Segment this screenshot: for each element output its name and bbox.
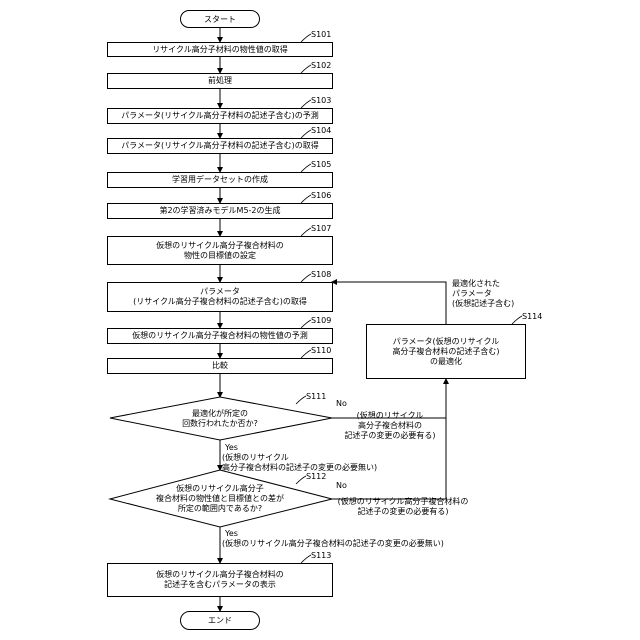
s103-step-id: S103: [311, 96, 331, 106]
s111-yes-label: Yes: [225, 443, 238, 453]
s105-box: 学習用データセットの作成: [107, 172, 333, 188]
s105-text: 学習用データセットの作成: [172, 175, 268, 185]
feedback-note-line1: 最適化された: [452, 279, 514, 289]
s110-text: 比較: [212, 361, 228, 371]
s101-box: リサイクル高分子材料の物性値の取得: [107, 42, 333, 57]
start-terminator: スタート: [180, 10, 260, 28]
s107-text-line1: 仮想のリサイクル高分子複合材料の: [156, 241, 284, 251]
s103-box: パラメータ(リサイクル高分子材料の記述子含む)の予測: [107, 108, 333, 124]
s112-step-id: S112: [306, 472, 326, 482]
s104-text: パラメータ(リサイクル高分子材料の記述子含む)の取得: [121, 141, 319, 151]
s107-step-id: S107: [311, 224, 331, 234]
s113-text-line2: 記述子を含むパラメータの表示: [164, 580, 276, 590]
s112-no-note: (仮想のリサイクル高分子複合材料の 記述子の変更の必要有る): [336, 497, 470, 517]
s108-text-line1: パラメータ: [200, 287, 240, 297]
s111-no-note: (仮想のリサイクル 高分子複合材料の 記述子の変更の必要有る): [338, 411, 442, 441]
s113-text-line1: 仮想のリサイクル高分子複合材料の: [156, 570, 284, 580]
s108-text-line2: (リサイクル高分子複合材料の記述子含む)の取得: [133, 297, 307, 307]
s114-text-line2: 高分子複合材料の記述子含む): [392, 347, 499, 357]
s112-no-label: No: [336, 481, 347, 491]
feedback-note-line2: パラメータ: [452, 289, 514, 299]
s111-question: 最適化が所定の 回数行われたか否か?: [150, 409, 290, 429]
s111-no-note-line3: 記述子の変更の必要有る): [338, 431, 442, 441]
s106-text: 第2の学習済みモデルM5-2の生成: [159, 206, 280, 216]
s111-text-line2: 回数行われたか否か?: [150, 419, 290, 429]
s114-step-id: S114: [522, 312, 542, 322]
s113-step-id: S113: [311, 551, 331, 561]
s101-step-id: S101: [311, 30, 331, 40]
start-label: スタート: [204, 14, 236, 25]
s102-step-id: S102: [311, 61, 331, 71]
s113-box: 仮想のリサイクル高分子複合材料の 記述子を含むパラメータの表示: [107, 563, 333, 597]
end-label: エンド: [208, 615, 232, 626]
s107-box: 仮想のリサイクル高分子複合材料の 物性の目標値の設定: [107, 236, 333, 265]
s107-text-line2: 物性の目標値の設定: [184, 251, 256, 261]
s114-text-line3: の最適化: [430, 357, 462, 367]
s102-text: 前処理: [208, 76, 232, 86]
s111-no-note-line1: (仮想のリサイクル: [338, 411, 442, 421]
s109-step-id: S109: [311, 316, 331, 326]
s103-text: パラメータ(リサイクル高分子材料の記述子含む)の予測: [121, 111, 319, 121]
s104-box: パラメータ(リサイクル高分子材料の記述子含む)の取得: [107, 138, 333, 154]
s106-box: 第2の学習済みモデルM5-2の生成: [107, 203, 333, 219]
s114-box: パラメータ(仮想のリサイクル 高分子複合材料の記述子含む) の最適化: [366, 324, 526, 379]
s109-text: 仮想のリサイクル高分子複合材料の物性値の予測: [132, 331, 308, 341]
s111-step-id: S111: [306, 392, 326, 402]
s114-text-line1: パラメータ(仮想のリサイクル: [393, 337, 499, 347]
s112-text-line1: 仮想のリサイクル高分子: [140, 484, 300, 494]
s111-text-line1: 最適化が所定の: [150, 409, 290, 419]
s112-no-note-line2: 記述子の変更の必要有る): [336, 507, 470, 517]
s111-yes-note: (仮想のリサイクル 高分子複合材料の記述子の変更の必要無い): [222, 453, 377, 473]
s112-no-note-line1: (仮想のリサイクル高分子複合材料の: [336, 497, 470, 507]
s101-text: リサイクル高分子材料の物性値の取得: [152, 45, 288, 55]
feedback-note: 最適化された パラメータ (仮想記述子含む): [452, 279, 514, 309]
s111-yes-note-line1: (仮想のリサイクル: [222, 453, 377, 463]
s111-yes-note-line2: 高分子複合材料の記述子の変更の必要無い): [222, 463, 377, 473]
arrow-s114-feedback: [332, 282, 446, 324]
s105-step-id: S105: [311, 160, 331, 170]
s112-yes-note: (仮想のリサイクル高分子複合材料の記述子の変更の必要無い): [222, 539, 444, 549]
s110-box: 比較: [107, 358, 333, 374]
s104-step-id: S104: [311, 126, 331, 136]
s111-no-note-line2: 高分子複合材料の: [338, 421, 442, 431]
s112-text-line3: 所定の範囲内であるか?: [140, 504, 300, 514]
s108-box: パラメータ (リサイクル高分子複合材料の記述子含む)の取得: [107, 282, 333, 312]
s112-text-line2: 複合材料の物性値と目標値との差が: [140, 494, 300, 504]
s102-box: 前処理: [107, 73, 333, 89]
s106-step-id: S106: [311, 191, 331, 201]
end-terminator: エンド: [180, 611, 260, 630]
s112-yes-label: Yes: [225, 529, 238, 539]
s108-step-id: S108: [311, 270, 331, 280]
s109-box: 仮想のリサイクル高分子複合材料の物性値の予測: [107, 328, 333, 344]
s110-step-id: S110: [311, 346, 331, 356]
s112-question: 仮想のリサイクル高分子 複合材料の物性値と目標値との差が 所定の範囲内であるか?: [140, 484, 300, 514]
feedback-note-line3: (仮想記述子含む): [452, 299, 514, 309]
s111-no-label: No: [336, 399, 347, 409]
